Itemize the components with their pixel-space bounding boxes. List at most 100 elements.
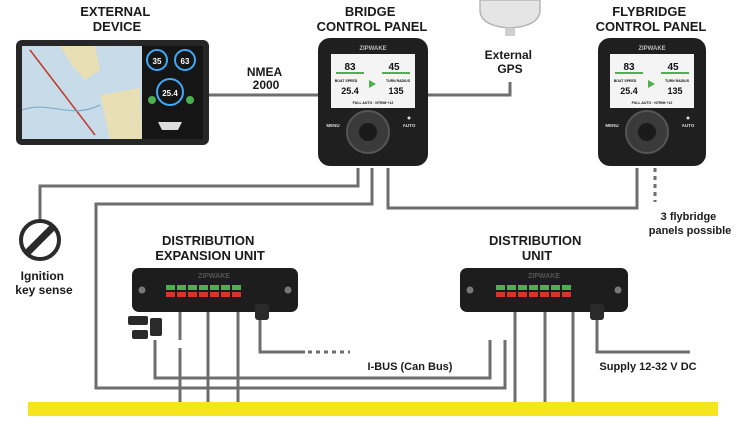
led-red [496, 292, 505, 297]
joystick-knob[interactable] [359, 123, 377, 141]
led-green [496, 285, 505, 290]
led-green [177, 285, 186, 290]
led-red [188, 292, 197, 297]
led-green [188, 285, 197, 290]
expansion-unit-label: DISTRIBUTION EXPANSION UNIT [155, 233, 265, 263]
flybridge-auto-button[interactable]: AUTO [682, 123, 695, 128]
led-green [518, 285, 527, 290]
flybridge-panel-label: FLYBRIDGE CONTROL PANEL [596, 4, 707, 34]
flybridge-brand: ZIPWAKE [638, 46, 665, 52]
unit-supply-wire [595, 318, 690, 354]
ignition-wire [38, 168, 360, 225]
bridge-menu-button[interactable]: MENU [326, 123, 339, 128]
exp-supply-wire [258, 318, 305, 354]
gauge-dot [186, 96, 194, 104]
joystick-knob[interactable] [638, 123, 656, 141]
mount-hole [138, 286, 146, 294]
flybridge-menu-button[interactable]: MENU [605, 123, 618, 128]
distribution-expansion-unit: DISTRIBUTION EXPANSION UNIT ZIPWAKE [132, 233, 298, 320]
led-red [507, 292, 516, 297]
gps-mount [505, 28, 515, 36]
flybridge-note: 3 flybridge panels possible [649, 211, 732, 237]
mfd-route [29, 49, 96, 136]
led-green [166, 285, 175, 290]
led-green [232, 285, 241, 290]
led-red [166, 292, 175, 297]
gps-antenna-icon [479, 0, 541, 29]
play-arrow-icon [648, 80, 655, 88]
distribution-brand: ZIPWAKE [528, 273, 560, 280]
connector-plug [132, 330, 148, 339]
mount-hole [284, 286, 292, 294]
led-green [221, 285, 230, 290]
gauge-ring [156, 78, 184, 106]
led-red [529, 292, 538, 297]
gauge-ring [146, 49, 168, 71]
bridge-screen [331, 54, 415, 108]
external-gps: External GPS [479, 0, 541, 76]
wires [38, 82, 690, 412]
distribution-unit-label: DISTRIBUTION UNIT [489, 233, 585, 263]
gps-wire [428, 82, 512, 97]
flybridge-control-panel: FLYBRIDGE CONTROL PANEL ZIPWAKE 83 45 BO… [596, 4, 707, 166]
led-red [232, 292, 241, 297]
flybridge-speed: 25.4 [620, 86, 638, 96]
yellow-bus-bar [28, 402, 718, 416]
bridge-turn-label: TURN RADIUS [386, 79, 411, 83]
bridge-control-panel: BRIDGE CONTROL PANEL ZIPWAKE 83 45 BOAT … [317, 4, 428, 166]
external-device-label: EXTERNAL DEVICE [80, 4, 153, 34]
led-red [518, 292, 527, 297]
power-connector [255, 304, 269, 320]
led-green [210, 285, 219, 290]
flybridge-heading: 135 [667, 86, 682, 96]
led-red [177, 292, 186, 297]
led-red [221, 292, 230, 297]
gauge-dot [148, 96, 156, 104]
led-green [507, 285, 516, 290]
external-device: EXTERNAL DEVICE 35 63 25.4 [16, 4, 209, 145]
nmea-label: NMEA 2000 [247, 65, 285, 92]
flybridge-screen [610, 54, 694, 108]
distribution-unit: DISTRIBUTION UNIT ZIPWAKE [460, 233, 628, 320]
dashed-wires [308, 168, 657, 354]
bridge-to-unit-wire [94, 168, 507, 390]
led-green [562, 285, 571, 290]
bridge-footer: FULL AUTO · NTRIM +12 [353, 101, 394, 105]
led-green [199, 285, 208, 290]
supply-label: Supply 12-32 V DC [599, 361, 696, 373]
flybridge-value-right: 45 [667, 62, 679, 73]
mount-hole [614, 286, 622, 294]
bridge-led [407, 116, 411, 120]
connector-plug [150, 318, 162, 336]
flybridge-boat-speed-label: BOAT SPEED [614, 79, 637, 83]
mfd-gauge-2: 63 [181, 57, 190, 66]
ibus-wire [153, 340, 492, 380]
gps-label: External GPS [485, 48, 536, 76]
bridge-auto-button[interactable]: AUTO [403, 123, 416, 128]
led-green [540, 285, 549, 290]
led-red [199, 292, 208, 297]
bridge-to-flybridge-wire [386, 168, 639, 210]
bridge-speed: 25.4 [341, 86, 359, 96]
expansion-led-row [166, 285, 241, 297]
flybridge-turn-label: TURN RADIUS [665, 79, 690, 83]
bridge-value-left: 83 [344, 62, 356, 73]
led-red [540, 292, 549, 297]
led-red [562, 292, 571, 297]
expansion-brand: ZIPWAKE [198, 273, 230, 280]
power-connector [590, 304, 604, 320]
bridge-value-right: 45 [388, 62, 400, 73]
flybridge-footer: FULL AUTO · NTRIM +12 [632, 101, 673, 105]
ibus-label: I-BUS (Can Bus) [368, 361, 453, 373]
bridge-boat-speed-label: BOAT SPEED [335, 79, 358, 83]
mfd-gauge-1: 35 [153, 57, 162, 66]
bridge-panel-label: BRIDGE CONTROL PANEL [317, 4, 428, 34]
boat-icon [158, 122, 182, 130]
flybridge-led [686, 116, 690, 120]
led-green [529, 285, 538, 290]
mfd-depth-line [21, 104, 101, 112]
mfd-gauge-3: 25.4 [162, 89, 178, 98]
led-green [551, 285, 560, 290]
distribution-led-row [496, 285, 571, 297]
